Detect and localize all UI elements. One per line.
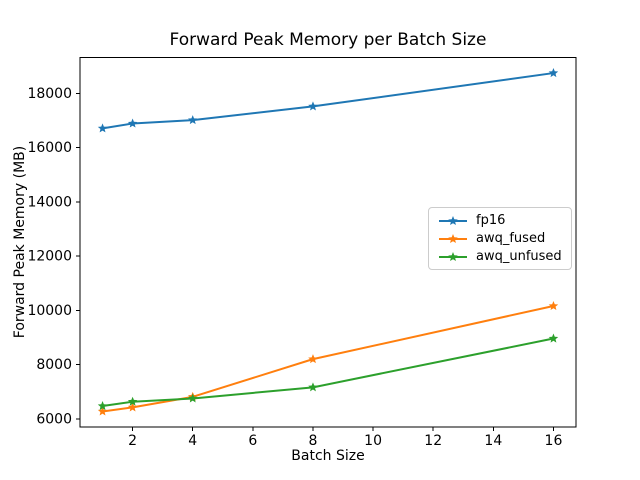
legend-line-icon [439, 251, 467, 261]
legend-label-awq-fused: awq_fused [476, 231, 546, 246]
legend-label-awq-unfused: awq_unfused [476, 249, 562, 264]
series-markers-fp16 [97, 68, 559, 133]
legend-swatch-awq-unfused [438, 250, 468, 264]
series-line-awq_fused [101, 304, 555, 413]
legend-swatch-awq-fused [438, 232, 468, 246]
x-tick-label: 8 [309, 433, 318, 449]
x-tick-label: 4 [188, 433, 197, 449]
legend-line-icon [439, 215, 467, 225]
y-tick-label: 14000 [27, 194, 72, 210]
x-axis-label: Batch Size [291, 448, 365, 464]
x-tick-label: 12 [424, 433, 442, 449]
legend: fp16 awq_fused awq_unfused [428, 207, 572, 270]
legend-item-awq-unfused: awq_unfused [438, 249, 562, 264]
x-tick-label: 16 [545, 433, 563, 449]
x-tick-label: 2 [128, 433, 137, 449]
y-tick-label: 8000 [36, 357, 72, 373]
legend-line-icon [439, 233, 467, 243]
y-tick-label: 10000 [27, 303, 72, 319]
legend-item-fp16: fp16 [438, 213, 562, 228]
chart-title: Forward Peak Memory per Batch Size [169, 30, 487, 50]
x-tick-label: 14 [484, 433, 502, 449]
legend-label-fp16: fp16 [476, 213, 506, 228]
y-tick-label: 18000 [27, 86, 72, 102]
y-tick-label: 12000 [27, 249, 72, 265]
series-markers-awq_fused [97, 300, 559, 416]
plot-frame [79, 57, 577, 428]
series-line-awq_unfused [101, 337, 555, 408]
y-tick-label: 16000 [27, 140, 72, 156]
x-tick-label: 6 [248, 433, 257, 449]
series-markers-awq_unfused [97, 333, 559, 411]
series-line-fp16 [101, 72, 555, 130]
y-tick-label: 6000 [36, 411, 72, 427]
legend-swatch-fp16 [438, 214, 468, 228]
legend-item-awq-fused: awq_fused [438, 231, 562, 246]
x-tick-label: 10 [364, 433, 382, 449]
